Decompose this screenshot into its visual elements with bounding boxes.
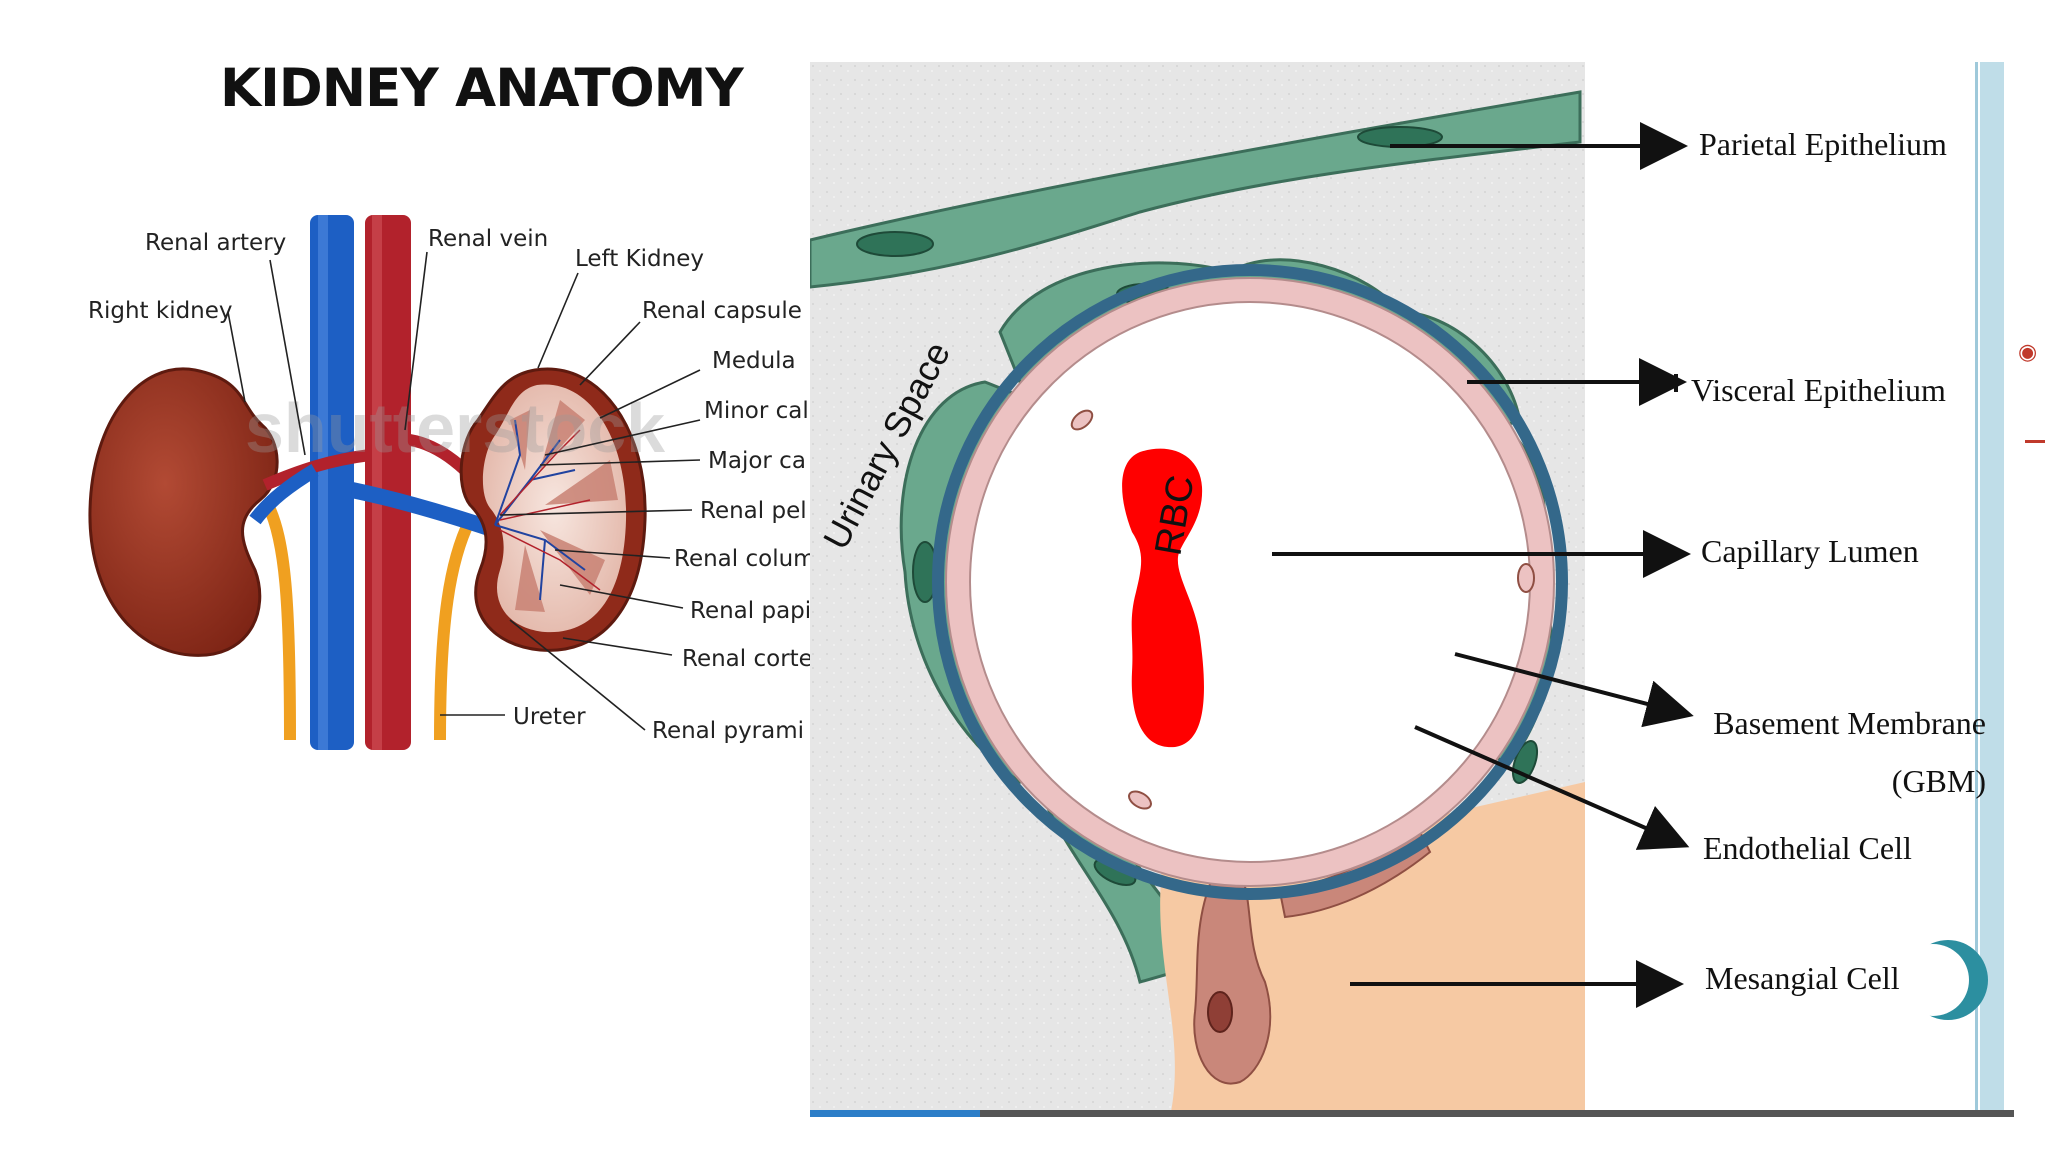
label-renal-capsule: Renal capsule xyxy=(642,298,802,324)
kidney-leader-lines xyxy=(227,251,701,731)
label-minor-calyx: Minor cal xyxy=(704,398,809,424)
label-renal-pyramid: Renal pyrami xyxy=(652,718,804,744)
label-mesangial-cell: Mesangial Cell xyxy=(1705,960,1900,996)
watermark: shutterstock xyxy=(245,389,665,467)
label-medula: Medula xyxy=(712,348,796,374)
kidney-labels: Right kidney Renal artery Renal vein Lef… xyxy=(88,226,816,744)
slide-progress-bar xyxy=(810,1110,2014,1117)
right-ureter xyxy=(262,502,296,741)
right-renal-vein xyxy=(249,463,319,525)
right-kidney xyxy=(88,367,279,657)
kidney-anatomy-panel: KIDNEY ANATOMY xyxy=(0,0,820,1152)
basement-membrane xyxy=(932,264,1568,900)
slide-progress-fill xyxy=(810,1110,980,1117)
label-parietal-epithelium: Parietal Epithelium xyxy=(1699,126,1947,162)
endothelial-nuclei xyxy=(1070,409,1535,810)
vena-cava xyxy=(310,215,354,750)
edge-mark-mid xyxy=(2025,440,2045,443)
label-basement-membrane: Basement Membrane (GBM) xyxy=(1646,694,1986,810)
endothelial-layer xyxy=(946,278,1554,886)
label-left-kidney: Left Kidney xyxy=(575,246,704,272)
label-gbm-line2: (GBM) xyxy=(1891,763,1986,799)
label-ureter: Ureter xyxy=(513,704,586,730)
glomerulus-panel: RBC Urinary Space Parietal Epithelium Vi… xyxy=(810,62,2014,1117)
label-gbm-line1: Basement Membrane xyxy=(1713,705,1986,741)
label-right-kidney: Right kidney xyxy=(88,298,233,324)
slide-edge xyxy=(1980,62,2004,1117)
label-visceral-epithelium: Visceral Epithelium xyxy=(1691,372,1946,408)
left-renal-vein xyxy=(350,482,498,538)
label-renal-pelvis: Renal pel xyxy=(700,498,807,524)
red-blood-cell xyxy=(1122,448,1204,748)
label-renal-artery: Renal artery xyxy=(145,230,286,256)
label-renal-cortex: Renal corte xyxy=(682,646,813,672)
edge-mark-top: ◉ xyxy=(2018,340,2038,365)
glomerulus-illustration: RBC Urinary Space xyxy=(810,62,2014,1117)
label-renal-papilla: Renal papi xyxy=(690,598,811,624)
renal-calyces xyxy=(494,419,586,601)
label-renal-column: Renal colum xyxy=(674,546,816,572)
label-endothelial-cell: Endothelial Cell xyxy=(1703,830,1912,866)
right-renal-artery xyxy=(262,449,371,491)
left-ureter xyxy=(434,517,476,741)
aorta xyxy=(365,215,411,750)
label-renal-vein: Renal vein xyxy=(428,226,548,252)
kidney-illustration: shutterstock Right kidney xyxy=(88,215,816,750)
label-major-calyx: Major ca xyxy=(708,448,806,474)
kidney-title: KIDNEY ANATOMY xyxy=(220,58,744,119)
label-capillary-lumen: Capillary Lumen xyxy=(1701,533,1919,569)
pointer-arrows xyxy=(1272,122,1694,1008)
